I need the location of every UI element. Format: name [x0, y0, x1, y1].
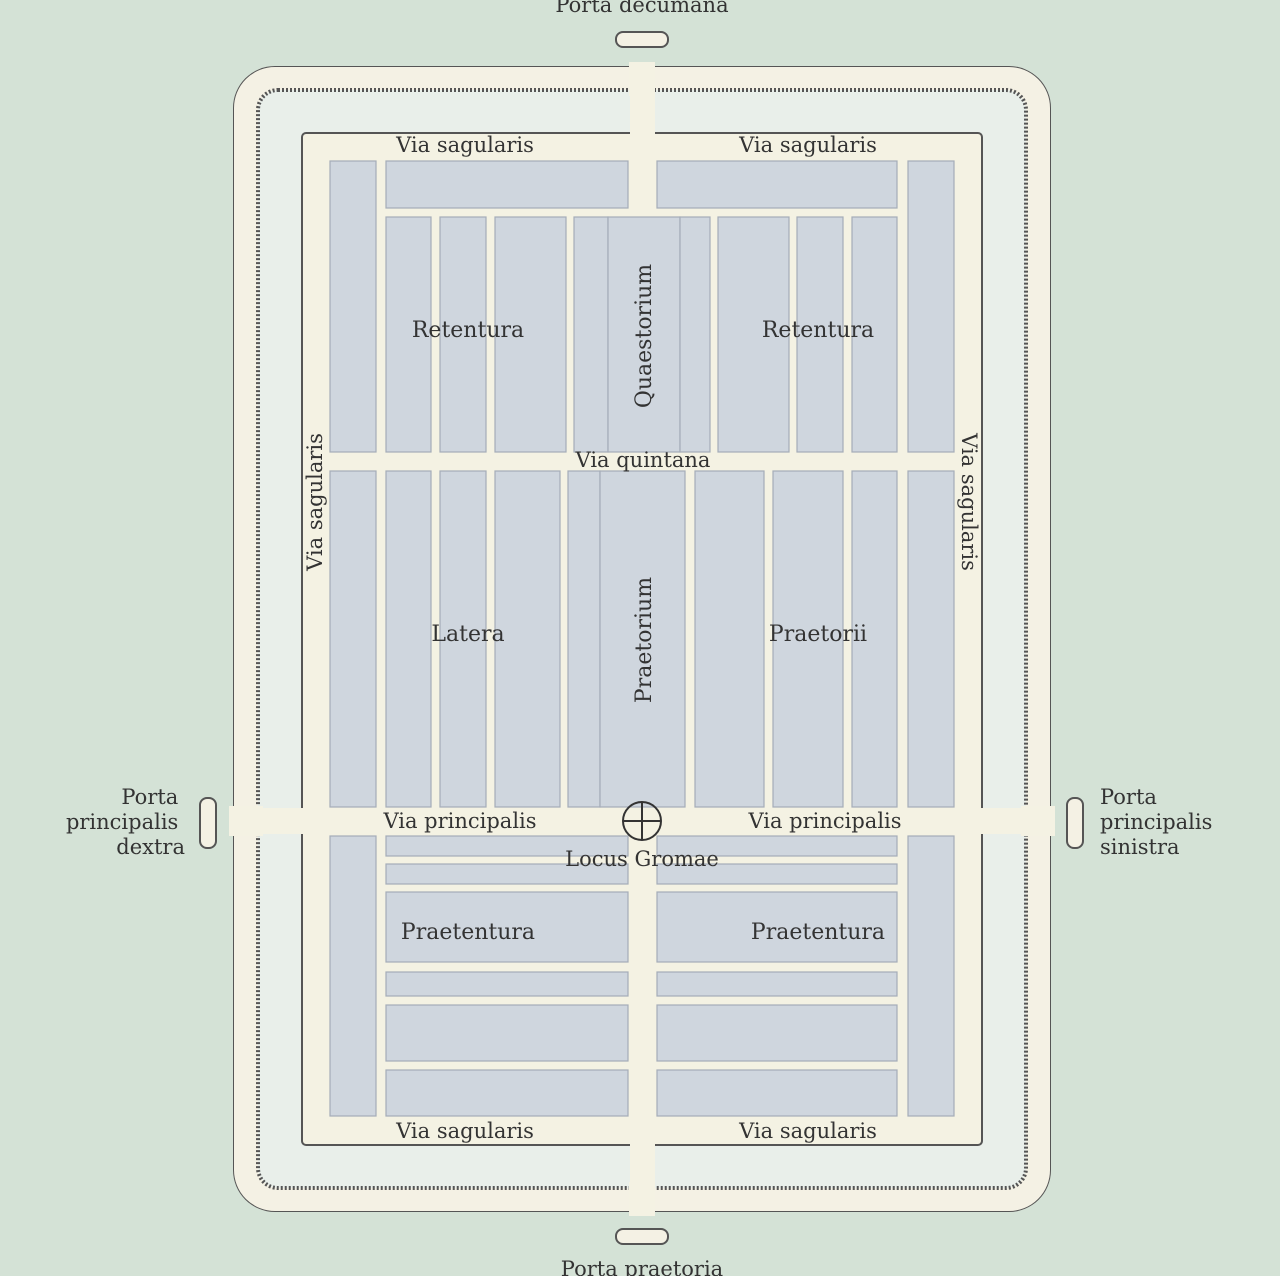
label-porta-sinistra: Porta principalis sinistra: [1100, 785, 1219, 859]
gate-marker-decumana: [615, 31, 669, 48]
building-block: [656, 891, 898, 963]
gate-marker-sinistra: [1066, 797, 1084, 849]
building-block: [439, 470, 487, 808]
building-block: [329, 835, 377, 1117]
building-block: [851, 216, 898, 453]
label-porta-praetoria: Porta praetoria: [561, 1257, 723, 1276]
label-praetentura-right: Praetentura: [751, 920, 885, 945]
building-block: [907, 160, 955, 453]
building-block: [494, 216, 567, 453]
label-porta-dextra-line3: dextra: [116, 835, 185, 859]
label-porta-sinistra-line3: sinistra: [1100, 835, 1180, 859]
label-via-sagularis-bottom-left: Via sagularis: [395, 1119, 534, 1143]
building-block: [385, 470, 432, 808]
gate-marker-praetoria: [615, 1228, 669, 1245]
label-retentura-right: Retentura: [762, 318, 874, 343]
building-block: [656, 1004, 898, 1062]
label-via-sagularis-bottom-right: Via sagularis: [738, 1119, 877, 1143]
building-block: [385, 971, 629, 997]
label-via-sagularis-top-right: Via sagularis: [738, 133, 877, 157]
building-block: [694, 470, 765, 808]
label-via-sagularis-right: Via sagularis: [957, 432, 981, 571]
label-praetorium: Praetorium: [632, 577, 657, 703]
via-decumana-entry: [630, 92, 655, 136]
building-block: [717, 216, 790, 453]
building-block: [385, 216, 432, 453]
label-quaestorium: Quaestorium: [632, 264, 657, 408]
building-block: [796, 216, 844, 453]
building-block: [329, 160, 377, 453]
label-porta-sinistra-line1: Porta: [1100, 785, 1157, 809]
building-block: [656, 835, 898, 857]
gate-gap-top: [629, 62, 655, 96]
building-blocks: [329, 160, 955, 1117]
building-block: [567, 470, 601, 808]
building-block: [656, 1069, 898, 1117]
markers: [199, 31, 1084, 1245]
label-porta-dextra-line1: Porta: [121, 785, 178, 809]
label-retentura-left: Retentura: [412, 318, 524, 343]
label-porta-dextra-line2: principalis: [66, 810, 178, 834]
building-block: [385, 1069, 629, 1117]
label-via-principalis-right: Via principalis: [747, 809, 901, 833]
label-via-quintana: Via quintana: [575, 448, 711, 472]
building-block: [573, 216, 609, 453]
building-block: [439, 216, 487, 453]
building-block: [494, 470, 561, 808]
label-locus-gromae: Locus Gromae: [565, 847, 719, 871]
via-principalis-entry-right: [979, 808, 1024, 834]
label-porta-dextra: Porta principalis dextra: [66, 785, 185, 859]
building-block: [385, 863, 629, 885]
label-porta-sinistra-line2: principalis: [1100, 810, 1212, 834]
via-praetoria-entry: [630, 1142, 655, 1186]
gate-gap-left-fill: [229, 806, 263, 836]
building-block: [907, 470, 955, 808]
label-praetorii: Praetorii: [769, 622, 867, 647]
building-block: [329, 470, 377, 808]
gate-marker-dextra: [199, 797, 217, 849]
building-block: [772, 470, 844, 808]
label-praetentura-left: Praetentura: [401, 920, 535, 945]
label-via-principalis-left: Via principalis: [382, 809, 536, 833]
building-block: [385, 835, 629, 857]
label-via-sagularis-top-left: Via sagularis: [395, 133, 534, 157]
via-principalis-entry-left: [260, 808, 305, 834]
building-block: [656, 971, 898, 997]
building-block: [656, 160, 898, 209]
label-latera: Latera: [431, 622, 504, 647]
building-block: [385, 1004, 629, 1062]
gate-gap-right: [1021, 806, 1055, 836]
building-block: [385, 160, 629, 209]
label-via-sagularis-left: Via sagularis: [303, 433, 327, 572]
label-porta-decumana: Porta decumana: [555, 0, 728, 17]
building-block: [907, 835, 955, 1117]
building-block: [656, 863, 898, 885]
building-block: [385, 891, 629, 963]
building-block: [679, 216, 711, 453]
building-block: [851, 470, 898, 808]
gate-gap-bottom: [629, 1182, 655, 1216]
